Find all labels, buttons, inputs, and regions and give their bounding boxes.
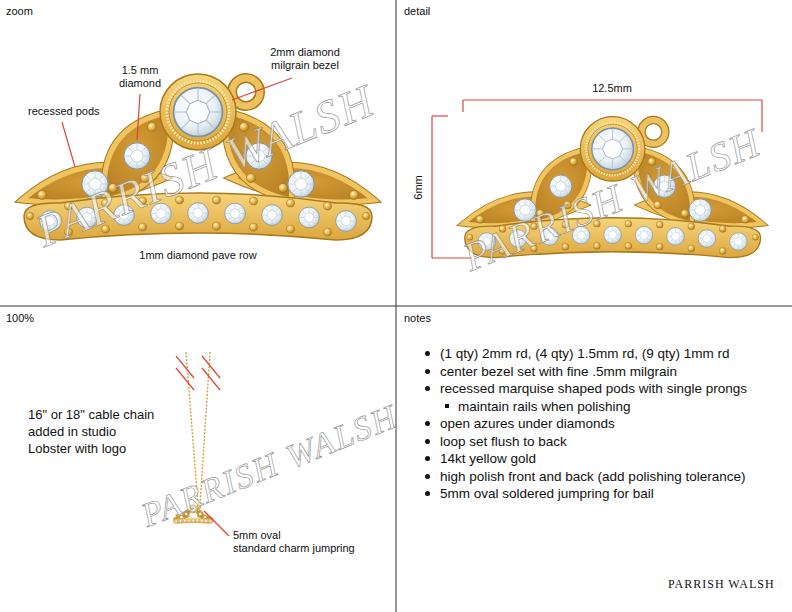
callout-label: 2mm diamond milgrain bezel — [266, 46, 344, 72]
dimension-label: 12.5mm — [592, 82, 632, 95]
bullet-mark — [425, 386, 430, 391]
dimension-label: 6mm — [411, 175, 424, 199]
divider — [0, 306, 792, 307]
break-marks — [176, 356, 220, 390]
note-item: 14kt yellow gold — [440, 450, 536, 467]
bullet-mark — [425, 474, 430, 479]
leader-line — [204, 511, 229, 536]
note-item: high polish front and back (add polishin… — [440, 468, 745, 485]
note-item: center bezel set with fine .5mm milgrain — [440, 363, 677, 380]
panel-label: zoom — [6, 5, 33, 18]
chain-note: 16" or 18" cable chain added in studio L… — [28, 406, 160, 457]
bullet-mark — [425, 439, 430, 444]
wrap-spacer — [293, 529, 355, 530]
callout-label: 1.5 mm diamond — [114, 64, 166, 90]
watermark: PARRISH WALSH — [456, 118, 768, 281]
bullet-mark — [425, 421, 430, 426]
bullet-mark — [425, 456, 430, 461]
callout-label: 1mm diamond pave row — [139, 249, 256, 262]
panel-label: notes — [404, 312, 431, 325]
bullet-mark — [425, 351, 430, 356]
footer-logo: PARRISH WALSH — [668, 577, 775, 591]
callout-label: recessed pods — [28, 105, 100, 118]
panel-label: 100% — [6, 312, 34, 325]
bullet-mark — [425, 369, 430, 374]
note-item: maintain rails when polishing — [458, 398, 631, 415]
bullet-mark — [425, 491, 430, 496]
note-item: open azures under diamonds — [440, 415, 615, 432]
callout-label: 5mm oval standard charm jumpring — [233, 529, 355, 555]
note-item: (1 qty) 2mm rd, (4 qty) 1.5mm rd, (9 qty… — [440, 345, 730, 362]
note-item: recessed marquise shaped pods with singl… — [440, 380, 747, 397]
watermark: PARRISH WALSH — [136, 395, 405, 535]
panel-label: detail — [404, 5, 430, 18]
bullet-mark — [445, 404, 449, 408]
note-item: loop set flush to back — [440, 433, 567, 450]
note-item: 5mm oval soldered jumpring for bail — [440, 485, 654, 502]
watermark: PARRISH WALSH — [28, 72, 383, 258]
